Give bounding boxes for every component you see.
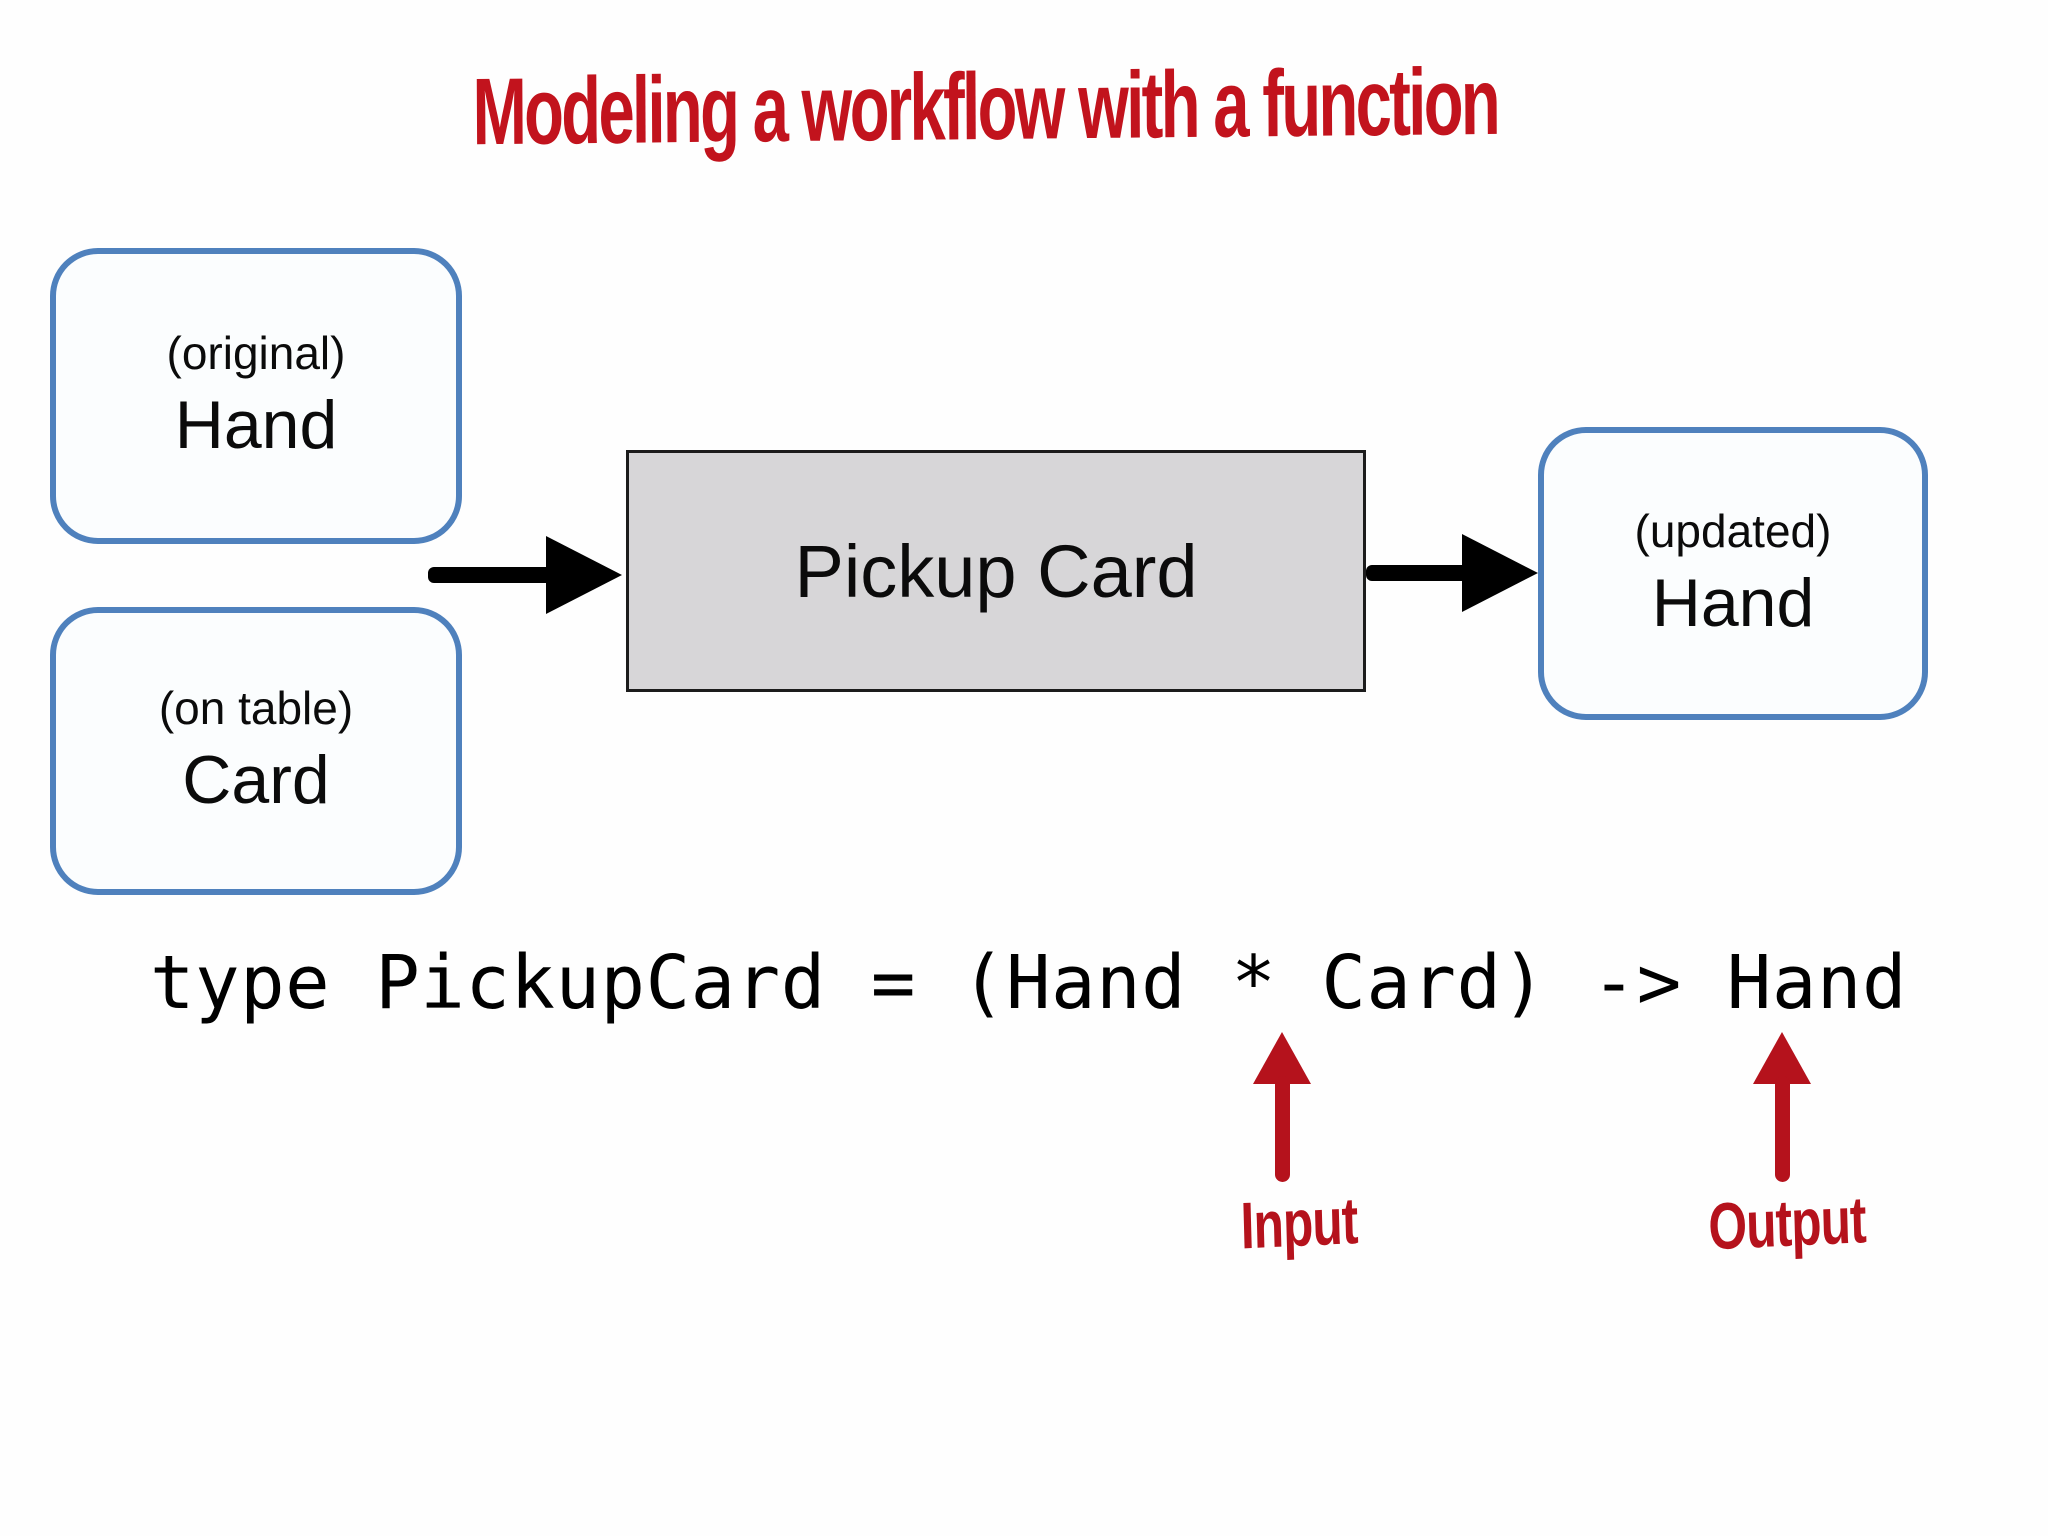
input-box-card: (on table) Card bbox=[50, 607, 462, 895]
arrow-shaft bbox=[428, 567, 554, 583]
flow-arrow-right-icon bbox=[1366, 534, 1542, 612]
output-box-hand: (updated) Hand bbox=[1538, 427, 1928, 720]
slide-title: Modeling a workflow with a function bbox=[472, 48, 1499, 165]
arrow-head bbox=[1753, 1032, 1811, 1084]
arrow-head bbox=[1253, 1032, 1311, 1084]
arrow-shaft bbox=[1275, 1076, 1290, 1182]
flow-arrow-right-icon bbox=[428, 536, 628, 614]
type-signature-code: type PickupCard = (Hand * Card) -> Hand bbox=[150, 940, 1908, 1026]
process-label: Pickup Card bbox=[794, 529, 1198, 613]
output-pointer-arrow-up-icon bbox=[1752, 1032, 1812, 1182]
arrow-head bbox=[1462, 534, 1538, 612]
input-box-hand: (original) Hand bbox=[50, 248, 462, 544]
input-hand-label: Hand bbox=[174, 387, 338, 463]
arrow-head bbox=[546, 536, 622, 614]
arrow-shaft bbox=[1366, 565, 1470, 581]
input-pointer-arrow-up-icon bbox=[1252, 1032, 1312, 1182]
input-card-label: Card bbox=[182, 742, 330, 818]
input-card-qualifier: (on table) bbox=[158, 682, 354, 734]
process-box: Pickup Card bbox=[626, 450, 1366, 692]
output-hand-qualifier: (updated) bbox=[1634, 504, 1832, 557]
output-annotation: Output bbox=[1707, 1183, 1867, 1265]
output-hand-label: Hand bbox=[1651, 564, 1815, 641]
input-hand-qualifier: (original) bbox=[166, 327, 346, 379]
input-annotation: Input bbox=[1239, 1184, 1359, 1264]
arrow-shaft bbox=[1775, 1076, 1790, 1182]
